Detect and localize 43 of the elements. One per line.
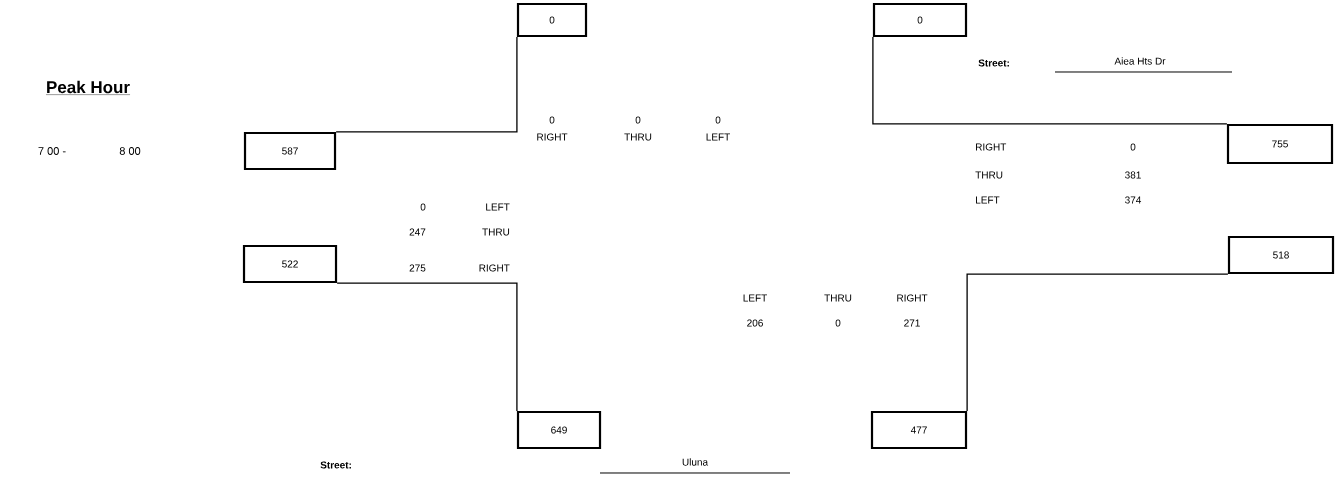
volume-number: 0 [635, 116, 641, 124]
movement-label: LEFT [743, 294, 767, 302]
volume-number: 206 [747, 319, 763, 327]
street-label: Street: [320, 461, 351, 469]
volume-number: 374 [1125, 196, 1142, 204]
street-name: Aiea Hts Dr [1114, 57, 1166, 65]
movement-label: LEFT [976, 196, 1000, 204]
volume-box: 755 [1226, 123, 1334, 165]
street-label: Street: [978, 59, 1009, 67]
volume-number: 0 [835, 319, 841, 327]
movement-label: THRU [975, 171, 1003, 179]
volume-number: 0 [1130, 143, 1136, 151]
movement-label: RIGHT [976, 143, 1007, 151]
volume-box: 477 [870, 410, 968, 450]
movement-label: THRU [624, 133, 652, 141]
volume-number: 0 [715, 116, 721, 124]
volume-box: 518 [1227, 235, 1335, 275]
curb-line [336, 282, 518, 412]
heading: Peak Hour [45, 80, 131, 95]
street-name: Uluna [682, 458, 709, 466]
time-text: 7 00 - [38, 147, 66, 155]
time-text: 8 00 [119, 147, 141, 155]
movement-label: RIGHT [897, 294, 928, 302]
movement-label: THRU [824, 294, 852, 302]
volume-number: 0 [420, 203, 426, 211]
volume-number: 0 [549, 116, 555, 124]
movement-label: LEFT [486, 203, 510, 211]
volume-box: 0 [516, 2, 588, 38]
movement-label: THRU [482, 228, 510, 236]
volume-number: 247 [409, 228, 426, 236]
curb-line [335, 36, 518, 133]
volume-number: 271 [904, 319, 920, 327]
volume-box: 587 [243, 131, 337, 171]
curb-line [966, 273, 1229, 412]
volume-box: 522 [242, 244, 338, 284]
curb-line [872, 36, 1228, 125]
volume-box: 649 [516, 410, 602, 450]
movement-label: LEFT [706, 133, 730, 141]
volume-box: 0 [872, 2, 968, 38]
movement-label: RIGHT [537, 133, 568, 141]
movement-label: RIGHT [479, 264, 510, 272]
volume-number: 381 [1125, 171, 1141, 179]
volume-number: 275 [409, 264, 426, 272]
